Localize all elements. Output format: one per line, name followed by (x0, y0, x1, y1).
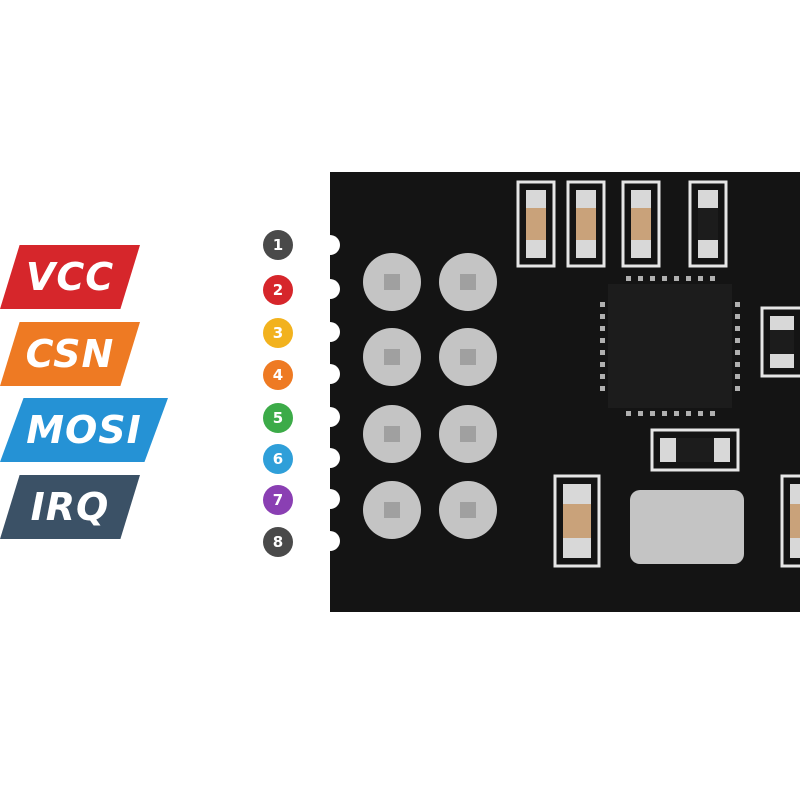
header-pad (439, 405, 497, 463)
header-pad (439, 481, 497, 539)
smd-component-right (760, 306, 800, 378)
smd-component-bottom-left (553, 474, 601, 568)
qfn-chip (600, 276, 740, 416)
pcb-edge-notches (330, 235, 340, 551)
smd-component (516, 180, 556, 268)
crystal-component (630, 490, 744, 564)
smd-component-bottom-right (780, 474, 800, 568)
pin-number-3: 3 (263, 318, 293, 348)
pin-label-csn-text: CSN (25, 332, 115, 376)
header-pad (363, 328, 421, 386)
pin-label-irq-text: IRQ (30, 485, 110, 529)
smd-component (621, 180, 661, 268)
pin-label-csn: CSN (0, 322, 140, 386)
pin-label-mosi-text: MOSI (26, 408, 142, 452)
pin-label-mosi: MOSI (0, 398, 168, 462)
pin-label-vcc-text: VCC (25, 255, 115, 299)
smd-resistor (688, 180, 728, 268)
pin-number-6: 6 (263, 444, 293, 474)
header-pad (439, 328, 497, 386)
smd-component (566, 180, 606, 268)
header-pad (363, 405, 421, 463)
header-pad (439, 253, 497, 311)
smd-component-horizontal (650, 428, 740, 472)
pin-number-8: 8 (263, 527, 293, 557)
header-pad (363, 253, 421, 311)
pin-number-2: 2 (263, 275, 293, 305)
pin-number-5: 5 (263, 403, 293, 433)
pin-number-7: 7 (263, 485, 293, 515)
pin-label-irq: IRQ (0, 475, 140, 539)
pin-number-4: 4 (263, 360, 293, 390)
header-pads (363, 253, 497, 539)
pin-label-vcc: VCC (0, 245, 140, 309)
pcb-board (330, 172, 800, 612)
header-pad (363, 481, 421, 539)
pin-number-1: 1 (263, 230, 293, 260)
